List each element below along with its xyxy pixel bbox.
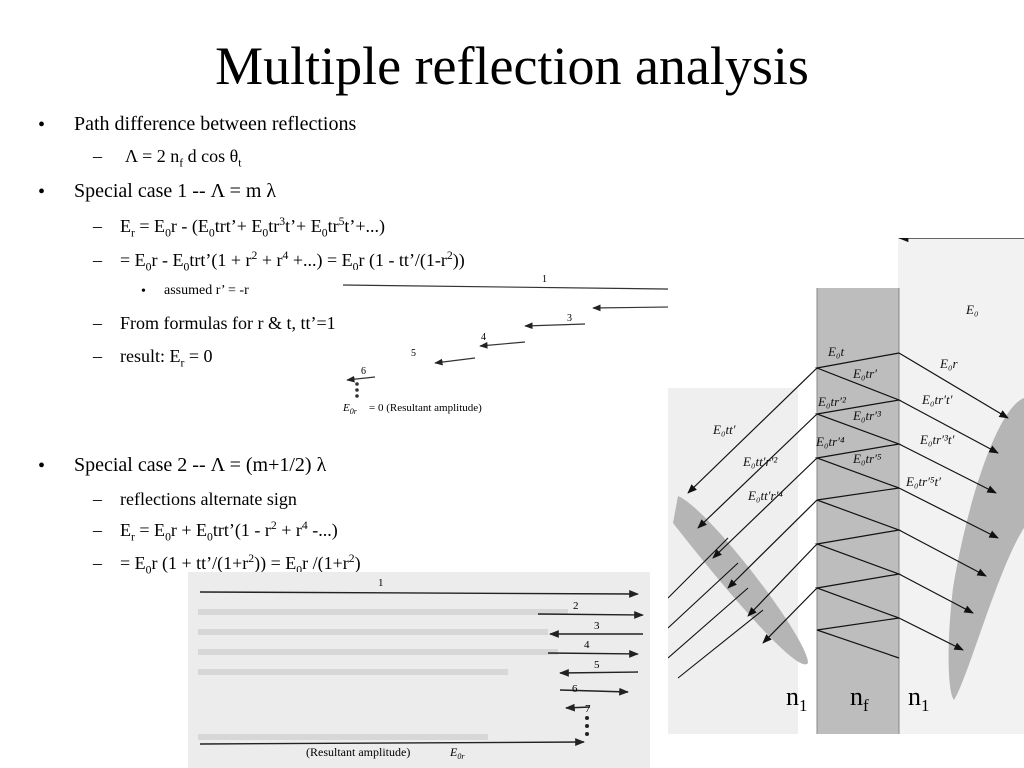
result-line: result: Er = 0 [120,346,213,370]
film-label-internal: E₀tr′⁵ [852,451,882,466]
dash-marker: – [93,553,102,573]
dash-marker: – [93,216,102,236]
medium-label-n1-right: n1 [908,682,930,716]
phasor2-label: 4 [584,639,590,651]
bullet-marker: • [38,114,46,136]
phasor2-caption-symbol: E0r [449,745,465,761]
phasor2-label: 1 [378,577,384,589]
film-label-internal: E₀tr′ [852,366,877,381]
film-label-internal: E₀tr′³ [852,408,882,423]
phasor1-label: 4 [481,332,486,343]
film-label-internal: E₀t [827,344,844,359]
thin-film-layer [817,288,899,734]
phasor2-label: 2 [573,600,579,612]
dash-marker: – [93,346,102,366]
phasor-diagram-case2: 1 2 3 4 5 6 7 (Resultant amplitude) E0r [188,572,650,768]
phasor1-label: 3 [567,313,572,324]
film-label-transmitted: E₀tr′³t′ [919,432,954,447]
lambda-equation: Λ = 2 nf d cos θt [125,146,242,170]
bullet-marker: • [38,181,46,203]
bullet-special-case-2: Special case 2 -- Λ = (m+1/2) λ [74,454,327,476]
phasor2-caption: (Resultant amplitude) [306,745,410,759]
bullet-marker: • [141,284,146,299]
alternate-sign-line: reflections alternate sign [120,489,297,509]
dash-marker: – [93,489,102,509]
medium-label-n1-left: n1 [786,682,808,716]
bullet-special-case-1: Special case 1 -- Λ = m λ [74,180,277,202]
phasor1-label: 6 [361,366,366,377]
phasor1-caption: = 0 (Resultant amplitude) [369,402,482,414]
film-label-internal: E₀tr′² [817,394,847,409]
dash-marker: – [93,313,102,333]
film-label-reflected: E₀tt′ [712,422,736,437]
film-label-transmitted: E₀tr′⁵t′ [905,474,941,489]
case2-sum-equation: = E0r (1 + tt’/(1+r2)) = E0r /(1+r2) [120,552,361,577]
phasor2-label: 3 [594,620,600,632]
phasor1-label: 1 [542,274,547,285]
dash-marker: – [93,520,102,540]
film-label-internal: E₀tr′⁴ [815,434,845,449]
dash-marker: – [93,250,102,270]
slide-title: Multiple reflection analysis [215,36,809,96]
case1-sum-equation: = E0r - E0trt’(1 + r2 + r4 +...) = E0r (… [120,249,465,274]
bullet-path-difference: Path difference between reflections [74,113,357,135]
phasor1-label: 5 [411,348,416,359]
right-lens [948,398,1024,700]
medium-label-nf: nf [850,682,869,716]
case1-er-equation: Er = E0r - (E0trt’+ E0tr3t’+ E0tr5t’+...… [120,215,386,240]
film-label-transmitted: E₀tr′t′ [921,392,953,407]
phasor2-label: 7 [585,703,591,715]
film-label-reflected: E₀tt′r′⁴ [747,488,783,503]
film-label-reflected: E₀r [939,356,958,371]
phasor2-label: 5 [594,659,600,671]
case2-er-equation: Er = E0r + E0trt’(1 - r2 + r4 -...) [120,519,338,544]
phasor2-label: 6 [572,683,578,695]
formulas-line: From formulas for r & t, tt’=1-r2 [120,313,353,336]
assumed-note: assumed r’ = -r [164,283,249,298]
bullet-marker: • [38,455,46,477]
left-lens [673,496,808,665]
thin-film-diagram: E₀ E₀t E₀r E₀tr′ E₀tr′² E₀tr′t′ E₀tr′³ E… [668,238,1024,734]
film-label-reflected: E₀tt′r′² [742,454,778,469]
phasor1-caption-symbol: E0r [342,402,358,416]
film-label-incident: E₀ [965,302,978,317]
dash-marker: – [93,146,102,166]
